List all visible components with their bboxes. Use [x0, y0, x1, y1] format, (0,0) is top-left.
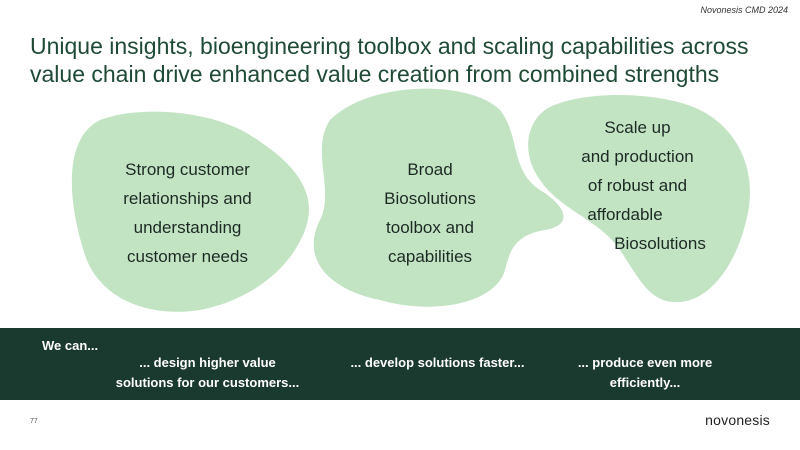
- blob-line: capabilities: [387, 247, 473, 266]
- blob-toolbox: [313, 88, 564, 307]
- blob-scale: [528, 95, 750, 303]
- blob-text-toolbox: Broad Biosolutions toolbox and capabilit…: [335, 155, 525, 271]
- blob-line: relationships and: [123, 189, 252, 208]
- blob-line: toolbox and: [386, 218, 474, 237]
- band-line: ... design higher value: [139, 355, 276, 370]
- novonesis-logo: novonesis: [705, 412, 770, 428]
- blob-line: Biosolutions: [384, 189, 476, 208]
- band-line: ... produce even more: [577, 355, 713, 370]
- blob-line: Strong customer: [125, 160, 250, 179]
- band-item-design: ... design higher value solutions for ou…: [90, 353, 325, 393]
- event-label: Novonesis CMD 2024: [700, 5, 788, 15]
- blob-line: Broad: [407, 160, 453, 179]
- slide-title: Unique insights, bioengineering toolbox …: [30, 33, 749, 87]
- blob-text-scale: Scale up and production of robust and af…: [560, 113, 715, 258]
- band-item-produce: ... produce even more efficiently...: [555, 353, 735, 393]
- blob-line: of robust and: [587, 176, 688, 195]
- band-line: efficiently...: [609, 375, 681, 390]
- blob-line: Scale up: [604, 118, 671, 137]
- band-item-develop: ... develop solutions faster...: [330, 353, 545, 373]
- blob-line: Biosolutions: [614, 234, 706, 253]
- band-line: ... develop solutions faster...: [350, 355, 525, 370]
- blob-line: understanding: [133, 218, 242, 237]
- blob-line: affordable: [587, 205, 663, 224]
- band-lead: We can...: [42, 338, 99, 353]
- we-can-band: We can... ... design higher value soluti…: [0, 328, 800, 400]
- blob-line: and production: [581, 147, 694, 166]
- blob-customer: [71, 111, 309, 312]
- page-number: 77: [30, 418, 38, 425]
- blob-line: customer needs: [127, 247, 248, 266]
- blob-text-customer: Strong customer relationships and unders…: [95, 155, 280, 271]
- band-line: solutions for our customers...: [115, 375, 300, 390]
